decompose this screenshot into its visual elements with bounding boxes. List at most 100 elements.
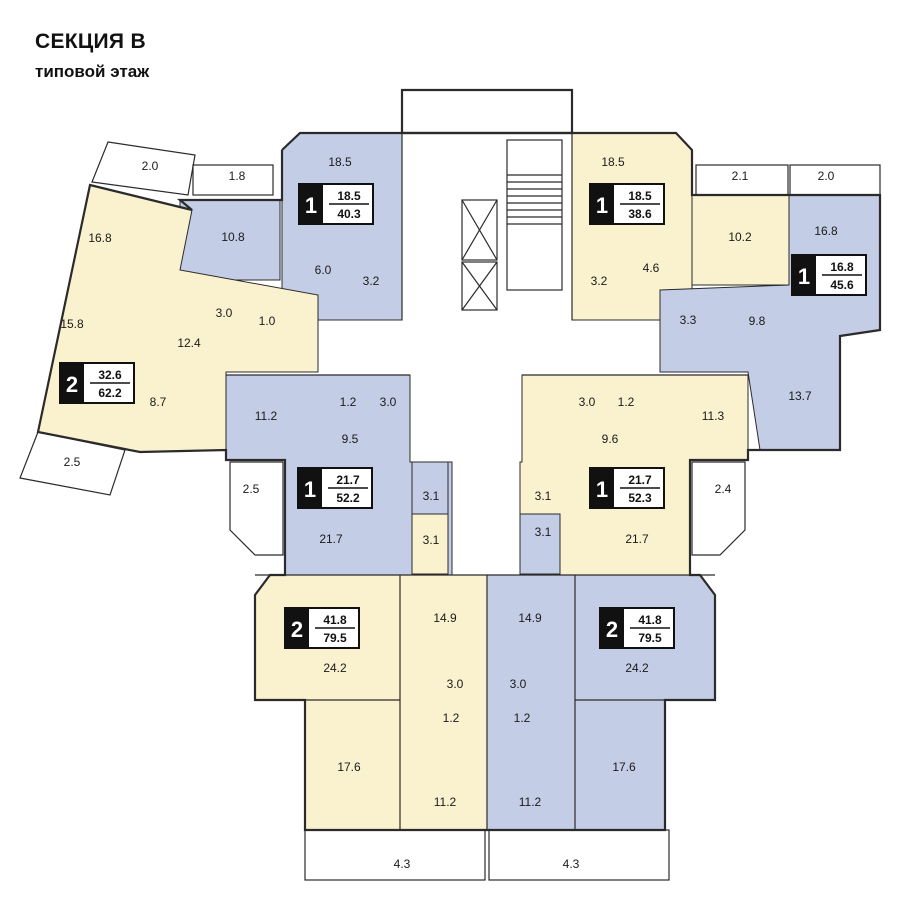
room-area-label: 18.5: [601, 155, 625, 169]
room-area-label: 2.0: [818, 169, 835, 183]
badge-rooms-count: 1: [596, 477, 608, 502]
apt-mid-left-yellow-storage: [411, 513, 449, 575]
room-fills: [37, 132, 881, 831]
balcony-left-bottom: [19, 431, 126, 496]
badge-living-area: 41.8: [638, 613, 662, 627]
room-area-label: 4.3: [563, 857, 580, 871]
balcony-top-left: [192, 164, 274, 196]
room-area-label: 3.0: [579, 395, 596, 409]
room-area-label: 13.7: [788, 389, 812, 403]
room-area-label: 3.2: [591, 274, 608, 288]
room-area-label: 1.2: [443, 711, 460, 725]
balcony-mid-right: [691, 461, 746, 556]
room-area-label: 3.0: [216, 306, 233, 320]
badge-living-area: 18.5: [337, 189, 361, 203]
badge-living-area: 21.7: [628, 473, 652, 487]
room-area-label: 1.2: [340, 395, 357, 409]
floor-subtitle: типовой этаж: [35, 62, 150, 81]
room-area-label: 3.2: [363, 274, 380, 288]
room-area-label: 9.5: [342, 432, 359, 446]
room-area-label: 3.1: [423, 533, 440, 547]
badge-rooms-block: [298, 468, 322, 508]
plan-header: СЕКЦИЯ В типовой этаж: [35, 30, 149, 82]
badge-total-area: 40.3: [337, 207, 361, 221]
room-area-label: 3.1: [535, 525, 552, 539]
room-area-label: 2.0: [142, 159, 159, 173]
badge-rooms-count: 2: [66, 372, 78, 397]
room-area-label: 2.1: [732, 169, 749, 183]
room-area-label: 24.2: [323, 661, 347, 675]
room-area-label: 24.2: [625, 661, 649, 675]
room-area-label: 9.6: [602, 432, 619, 446]
badge-total-area: 79.5: [323, 631, 347, 645]
badge-rooms-block: [792, 255, 816, 295]
badge-total-area: 79.5: [638, 631, 662, 645]
apt-top-right-yellow-kitchen: [691, 194, 790, 286]
badge-rooms-block: [590, 468, 614, 508]
room-area-label: 17.6: [337, 760, 361, 774]
room-area-label: 4.3: [394, 857, 411, 871]
room-area-label: 15.8: [60, 317, 84, 331]
balcony-top-right-b: [789, 164, 881, 196]
room-area-label: 18.5: [328, 155, 352, 169]
apartment-badge: 1 18.5 40.3: [298, 183, 374, 225]
room-area-label: 3.3: [680, 313, 697, 327]
room-area-label: 10.8: [221, 230, 245, 244]
room-area-label: 10.2: [728, 230, 752, 244]
room-area-label: 3.0: [380, 395, 397, 409]
lift-1-cross-b: [461, 199, 498, 261]
room-area-label: 3.0: [447, 677, 464, 691]
badge-rooms-block: [285, 608, 309, 648]
room-area-label: 21.7: [319, 532, 343, 546]
badge-total-area: 45.6: [830, 278, 854, 292]
room-area-label: 8.7: [150, 395, 167, 409]
room-area-label: 11.2: [255, 409, 278, 423]
badge-rooms-block: [600, 608, 624, 648]
room-area-label: 1.0: [259, 314, 276, 328]
badge-rooms-count: 1: [305, 193, 317, 218]
lift-2-cross-b: [461, 261, 498, 311]
badge-living-area: 18.5: [628, 189, 652, 203]
balcony-mid-left: [229, 461, 284, 556]
room-area-label: 14.9: [433, 611, 457, 625]
badge-rooms-count: 2: [291, 617, 303, 642]
balcony-left-top: [91, 141, 196, 196]
room-area-label: 2.5: [64, 455, 81, 469]
badge-living-area: 32.6: [98, 368, 122, 382]
room-area-label: 17.6: [612, 760, 636, 774]
room-area-label: 14.9: [518, 611, 542, 625]
room-area-label: 3.0: [510, 677, 527, 691]
room-area-label: 1.2: [618, 395, 635, 409]
room-area-label: 11.3: [702, 409, 725, 423]
room-area-label: 1.2: [514, 711, 531, 725]
room-area-label: 3.1: [423, 489, 440, 503]
room-area-label: 11.2: [519, 795, 542, 809]
room-area-label: 21.7: [625, 532, 649, 546]
room-area-label: 2.5: [243, 482, 260, 496]
badge-total-area: 38.6: [628, 207, 652, 221]
badge-rooms-block: [299, 184, 323, 224]
badge-rooms-count: 1: [596, 193, 608, 218]
apartment-badge: 1 18.5 38.6: [589, 183, 665, 225]
section-title: СЕКЦИЯ В: [35, 30, 146, 53]
room-area-label: 4.6: [643, 261, 660, 275]
badge-rooms-count: 1: [304, 477, 316, 502]
room-area-label: 3.1: [535, 489, 552, 503]
balcony-bottom-right: [488, 829, 670, 881]
walls: [19, 88, 882, 881]
badge-rooms-block: [590, 184, 614, 224]
room-area-label: 6.0: [315, 263, 332, 277]
badge-total-area: 52.2: [336, 491, 360, 505]
stairs: [506, 139, 563, 291]
room-area-label: 2.4: [715, 482, 732, 496]
badge-rooms-count: 1: [798, 264, 810, 289]
